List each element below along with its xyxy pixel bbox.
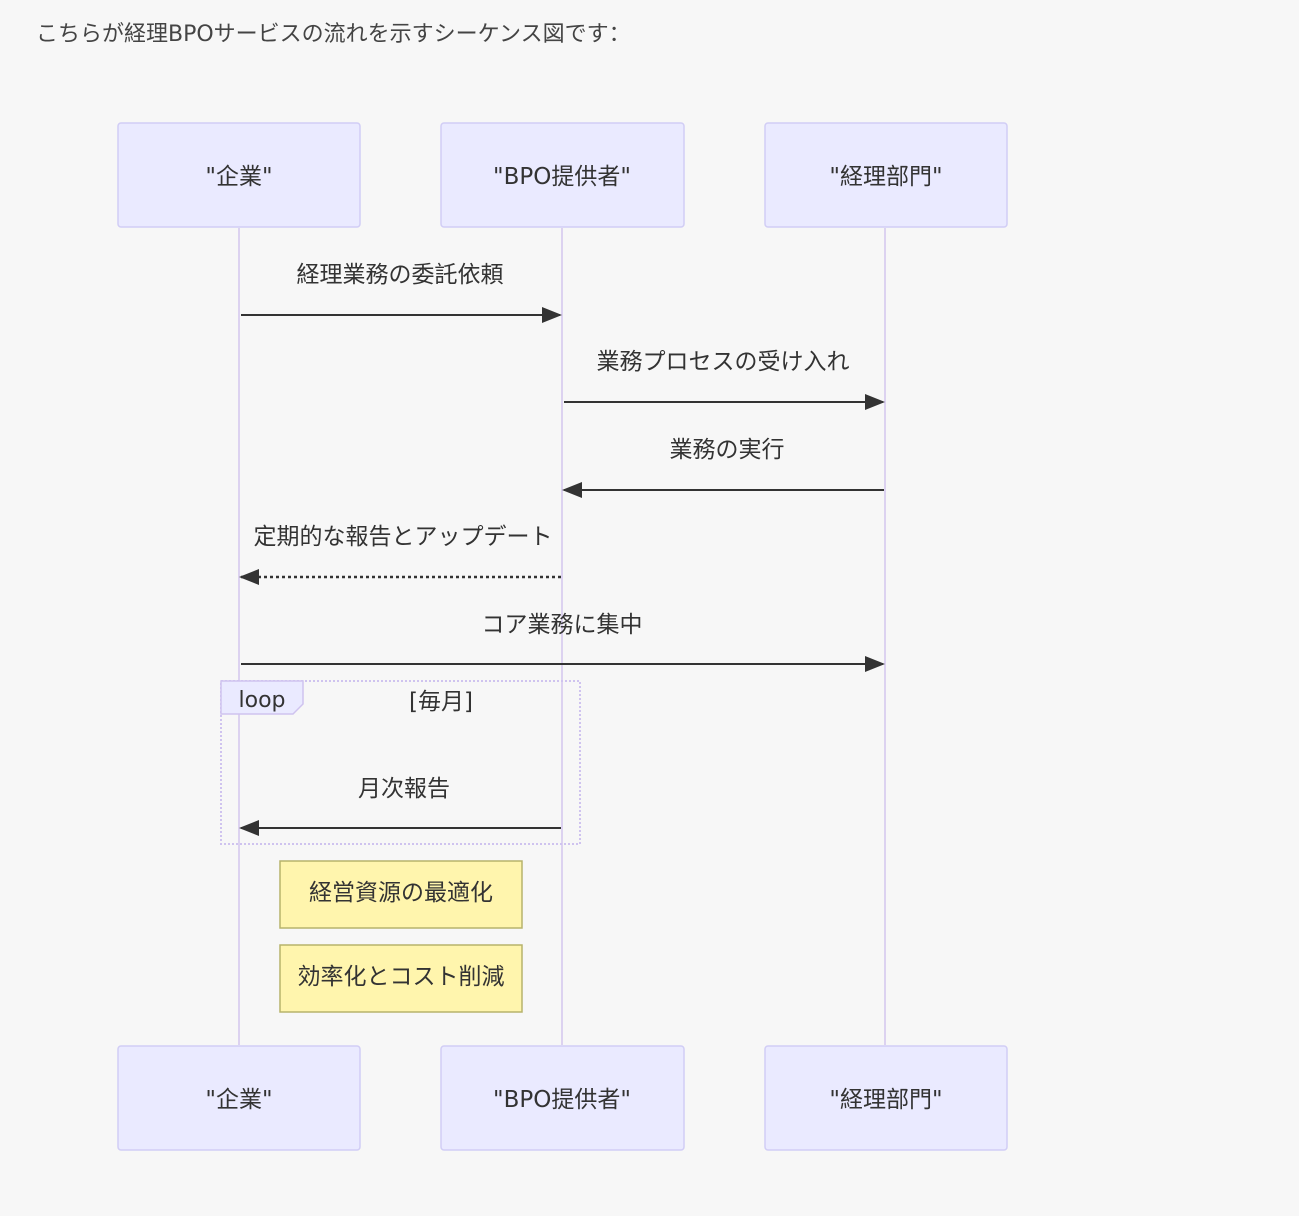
actor-label: "企業" [205, 1087, 272, 1113]
actor-label: "企業" [205, 164, 272, 190]
actor-accounting-top: "経理部門" [764, 122, 1008, 228]
message-3: 業務の実行 [562, 437, 884, 498]
message-label: 定期的な報告とアップデート [254, 524, 553, 550]
note-label: 効率化とコスト削減 [298, 964, 505, 990]
actor-company-bottom: "企業" [117, 1045, 361, 1151]
intro-text: こちらが経理BPOサービスの流れを示すシーケンス図です： [36, 22, 631, 47]
message-2: 業務プロセスの受け入れ [564, 349, 885, 410]
message-label: 経理業務の委託依頼 [297, 262, 504, 288]
actor-accounting-bottom: "経理部門" [764, 1045, 1008, 1151]
message-5: コア業務に集中 [241, 612, 885, 672]
message-label: 業務の実行 [670, 437, 785, 463]
loop-label-box [220, 680, 304, 715]
message-label: 業務プロセスの受け入れ [597, 349, 850, 375]
note-2: 効率化とコスト削減 [279, 944, 523, 1013]
message-1: 経理業務の委託依頼 [241, 262, 562, 323]
note-1: 経営資源の最適化 [279, 860, 523, 929]
note-label: 経営資源の最適化 [309, 880, 493, 906]
actor-label: "BPO提供者" [493, 1087, 631, 1113]
actor-bpo-top: "BPO提供者" [440, 122, 685, 228]
loop-frame: loop [毎月] 月次報告 [220, 680, 581, 845]
actor-label: "経理部門" [829, 1087, 942, 1113]
message-label: 月次報告 [358, 776, 450, 802]
loop-condition: [毎月] [409, 689, 473, 715]
actor-label: "BPO提供者" [493, 164, 631, 190]
message-label: コア業務に集中 [482, 612, 643, 638]
actor-label: "経理部門" [829, 164, 942, 190]
actor-bpo-bottom: "BPO提供者" [440, 1045, 685, 1151]
loop-border [220, 680, 581, 845]
message-4: 定期的な報告とアップデート [239, 524, 561, 585]
loop-keyword: loop [239, 688, 286, 713]
actor-company-top: "企業" [117, 122, 361, 228]
